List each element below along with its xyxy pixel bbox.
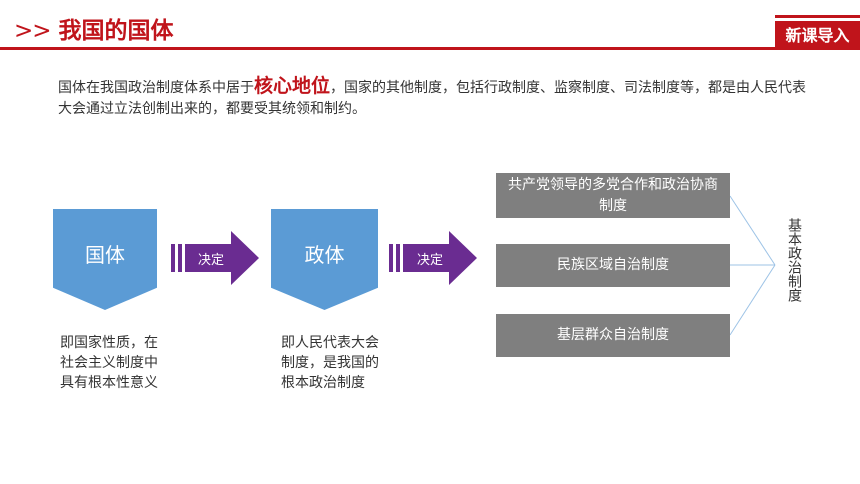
intro-paragraph: 国体在我国政治制度体系中居于核心地位，国家的其他制度，包括行政制度、监察制度、司…	[58, 76, 818, 120]
bracket-connector	[730, 195, 776, 336]
decides-arrow-icon	[171, 231, 259, 285]
chevron-right-icon: >>	[14, 18, 52, 44]
connector-line	[730, 195, 776, 266]
decides-arrow-icon	[389, 231, 477, 285]
badge-decoration	[775, 15, 860, 18]
arrow-body	[403, 231, 477, 285]
page-title-text: 我国的国体	[58, 18, 174, 44]
section-badge: 新课导入	[775, 21, 860, 50]
intro-text-after: ，国家的其他制度，包括行政制度、监察制度、司法制度等，都是由人民代表大会通过立法…	[58, 80, 807, 117]
intro-emphasis: 核心地位	[254, 75, 331, 97]
decides-label: 决定	[417, 253, 444, 268]
arrow-tail-stripe	[178, 244, 182, 272]
arrow-tail-stripe	[171, 244, 175, 272]
page-title: >>我国的国体	[14, 11, 174, 45]
intro-text-before: 国体在我国政治制度体系中居于	[58, 80, 254, 96]
decides-label: 决定	[198, 253, 225, 268]
guoti-shield: 国体	[53, 209, 157, 310]
zhengti-description: 即人民代表大会制度，是我国的根本政治制度	[281, 335, 379, 391]
basic-systems-label: 基本政治制度	[786, 218, 802, 302]
system-box-ethnic-autonomy: 民族区域自治制度	[496, 244, 730, 287]
system-box-cppcc: 共产党领导的多党合作和政治协商制度	[496, 173, 730, 218]
arrow-tail-stripe	[396, 244, 400, 272]
zhengti-shield: 政体	[271, 209, 378, 310]
guoti-description: 即国家性质，在社会主义制度中具有根本性意义	[60, 335, 158, 391]
arrow-body	[185, 231, 259, 285]
connector-line	[730, 264, 776, 336]
header-divider	[0, 47, 860, 50]
arrow-tail-stripe	[389, 244, 393, 272]
system-box-grassroots: 基层群众自治制度	[496, 314, 730, 357]
